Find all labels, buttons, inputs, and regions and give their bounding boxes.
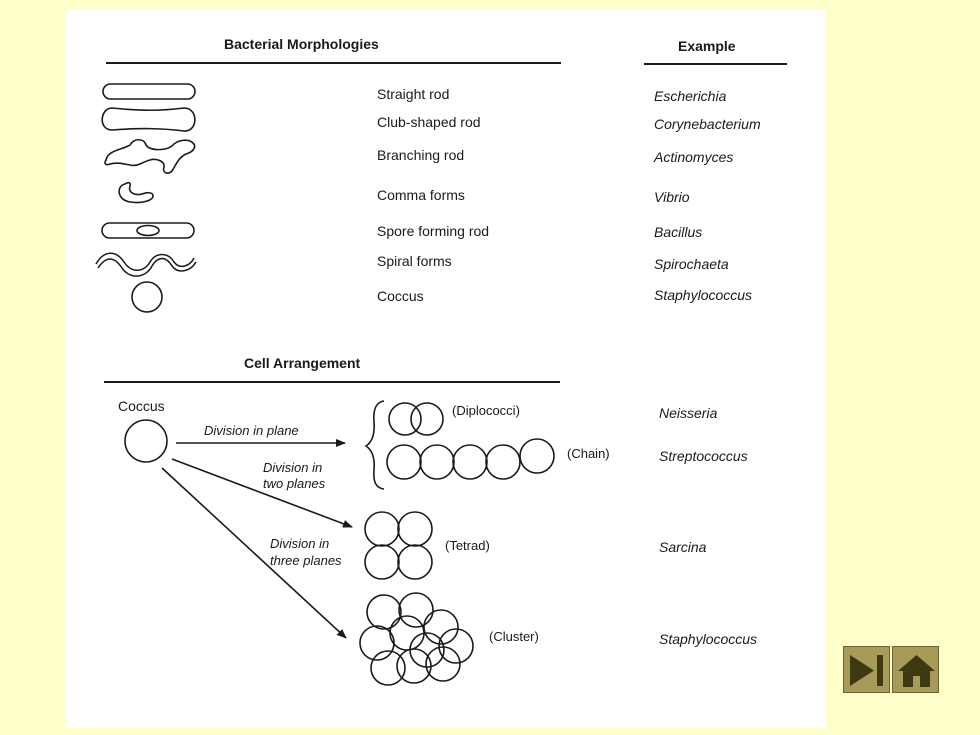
- spiral-shape: [95, 252, 197, 277]
- arrangement-rule: [104, 381, 560, 383]
- arr-example-staphylococcus: Staphylococcus: [659, 631, 758, 647]
- division-three-label-2: three planes: [270, 553, 342, 568]
- next-slide-button[interactable]: [843, 646, 890, 693]
- arrow-two-planes: [171, 458, 353, 528]
- morph-name-straight-rod: Straight rod: [377, 86, 450, 102]
- morph-name-spore-rod: Spore forming rod: [377, 223, 490, 239]
- diplococcus-cell: [410, 402, 444, 436]
- diplococci-label: (Diplococci): [452, 403, 520, 418]
- straight-rod-shape: [102, 83, 196, 100]
- brace-shape: [364, 400, 385, 490]
- tetrad-cell: [364, 544, 400, 580]
- chain-cell: [386, 444, 422, 480]
- tetrad-label: (Tetrad): [445, 538, 490, 553]
- morph-example-staphylococcus: Staphylococcus: [654, 287, 753, 303]
- cluster-cell: [423, 609, 459, 645]
- morph-name-branching-rod: Branching rod: [377, 147, 465, 163]
- morph-example-escherichia: Escherichia: [654, 88, 727, 104]
- morph-name-spiral: Spiral forms: [377, 253, 452, 269]
- division-two-label-1: Division in: [263, 460, 323, 475]
- division-two-label-2: two planes: [263, 476, 326, 491]
- cluster-cell: [398, 592, 434, 628]
- branching-rod-shape: [104, 138, 196, 174]
- cluster-cell: [366, 594, 402, 630]
- chain-cell: [419, 444, 455, 480]
- chain-cell: [452, 444, 488, 480]
- morph-example-bacillus: Bacillus: [654, 224, 703, 240]
- arr-example-streptococcus: Streptococcus: [659, 448, 748, 464]
- morph-example-spirochaeta: Spirochaeta: [654, 256, 729, 272]
- morph-name-coccus: Coccus: [377, 288, 424, 304]
- coccus-shape: [131, 281, 163, 313]
- arr-example-sarcina: Sarcina: [659, 539, 707, 555]
- cluster-cell: [396, 648, 432, 684]
- home-icon: [898, 655, 935, 687]
- cluster-cell: [370, 650, 406, 686]
- club-rod-shape: [101, 107, 196, 132]
- morph-name-comma: Comma forms: [377, 187, 465, 203]
- morphologies-header: Bacterial Morphologies: [224, 36, 379, 52]
- arrangement-header: Cell Arrangement: [244, 355, 361, 371]
- chain-label: (Chain): [567, 446, 610, 461]
- arrow-three-planes: [161, 467, 347, 639]
- cluster-cell: [438, 628, 474, 664]
- example-header: Example: [678, 38, 736, 54]
- morphologies-rule: [106, 62, 561, 64]
- cluster-cell: [425, 646, 461, 682]
- chain-cell: [485, 444, 521, 480]
- next-slide-icon: [850, 655, 883, 686]
- spore-shape: [136, 224, 160, 237]
- cluster-cell: [389, 615, 425, 651]
- arrangement-coccus-shape: [124, 419, 168, 463]
- home-button[interactable]: [892, 646, 939, 693]
- spore-rod-shape: [101, 222, 195, 239]
- morph-example-vibrio: Vibrio: [654, 189, 690, 205]
- arrangement-coccus-label: Coccus: [118, 398, 165, 414]
- arr-example-neisseria: Neisseria: [659, 405, 718, 421]
- cluster-label: (Cluster): [489, 629, 539, 644]
- tetrad-cell: [397, 511, 433, 547]
- division-plane-label: Division in plane: [204, 423, 299, 438]
- tetrad-cell: [397, 544, 433, 580]
- morph-name-club-rod: Club-shaped rod: [377, 114, 481, 130]
- comma-shape: [118, 181, 154, 204]
- tetrad-cell: [364, 511, 400, 547]
- morph-example-corynebacterium: Corynebacterium: [654, 116, 761, 132]
- figure-panel: [66, 10, 825, 728]
- diplococcus-cell: [388, 402, 422, 436]
- morph-example-actinomyces: Actinomyces: [654, 149, 734, 165]
- example-rule: [644, 63, 787, 65]
- chain-cell: [519, 438, 555, 474]
- division-three-label-1: Division in: [270, 536, 330, 551]
